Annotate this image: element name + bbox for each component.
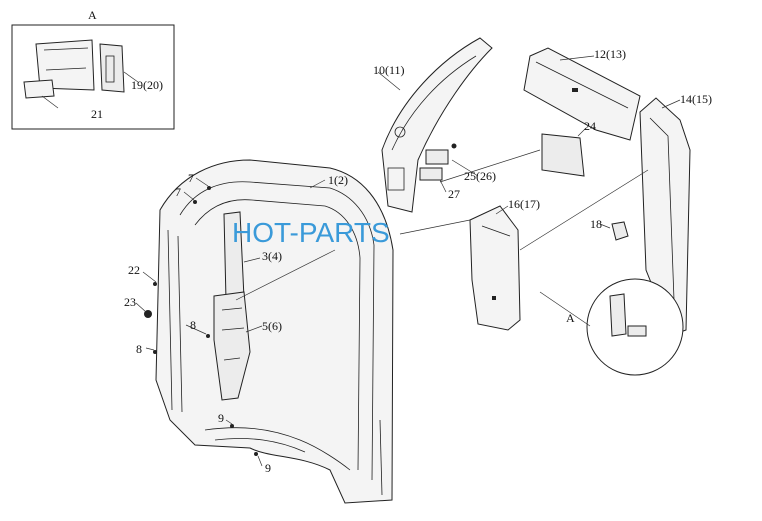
label-5: 5(6) xyxy=(262,319,282,333)
detail-bracket-19 xyxy=(99,43,125,93)
hinge-25 xyxy=(419,143,457,181)
label-14: 14(15) xyxy=(680,92,712,106)
label-7-lower: 7 xyxy=(175,185,181,199)
label-25: 25(26) xyxy=(464,169,496,183)
label-1: 1(2) xyxy=(328,173,348,187)
label-19: 19(20) xyxy=(131,78,163,92)
clip-18 xyxy=(611,221,629,241)
label-16: 16(17) xyxy=(508,197,540,211)
label-9-lower: 9 xyxy=(265,461,271,475)
detail-a-box: A xyxy=(11,8,175,130)
header-12 xyxy=(523,47,641,141)
label-10: 10(11) xyxy=(373,63,405,77)
label-24: 24 xyxy=(584,119,596,133)
detail-a-callout: A xyxy=(566,311,575,325)
label-27: 27 xyxy=(448,187,460,201)
label-22: 22 xyxy=(128,263,140,277)
bracket-24 xyxy=(541,133,585,177)
detail-a-circle xyxy=(539,278,684,376)
detail-panel-19 xyxy=(35,39,95,91)
pillar-14 xyxy=(639,97,691,336)
label-3: 3(4) xyxy=(262,249,282,263)
label-18: 18 xyxy=(590,217,602,231)
watermark: HOT-PARTS xyxy=(232,217,390,248)
label-23: 23 xyxy=(124,295,136,309)
panel-16 xyxy=(469,205,521,331)
detail-plate-21 xyxy=(23,79,55,99)
detail-a-tag: A xyxy=(88,8,97,22)
label-9-upper: 9 xyxy=(218,411,224,425)
label-21: 21 xyxy=(91,107,103,121)
label-12: 12(13) xyxy=(594,47,626,61)
label-8-right: 8 xyxy=(190,318,196,332)
pillar-10 xyxy=(381,37,493,213)
pillar-3-5 xyxy=(213,211,251,401)
label-7-upper: 7 xyxy=(188,171,194,185)
label-8-left: 8 xyxy=(136,342,142,356)
